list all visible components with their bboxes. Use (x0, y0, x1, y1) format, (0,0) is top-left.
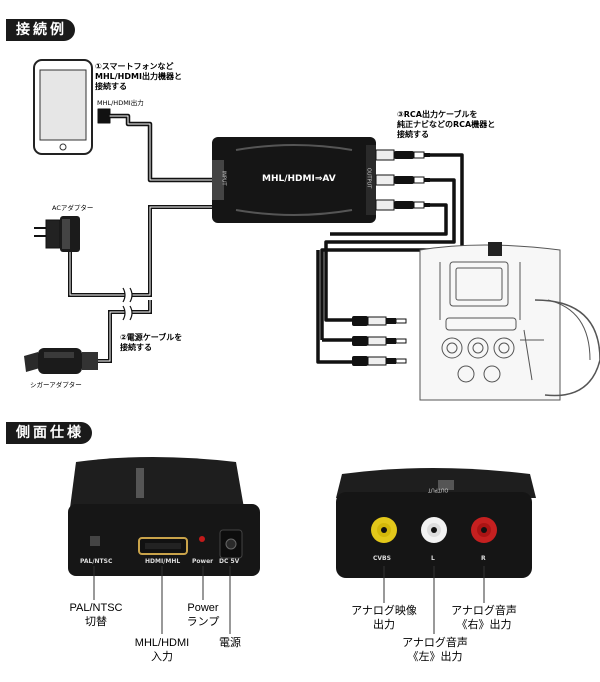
pal-switch-callout: PAL/NTSC 切替 (69, 602, 123, 629)
audio-left-callout: アナログ音声 《左》出力 (402, 637, 468, 664)
ac-power-cable (68, 205, 212, 297)
left-callout-lines (93, 566, 231, 634)
device-input-label: INPUT (220, 170, 227, 186)
l-port-label: L (431, 555, 435, 562)
dc-port-label: DC 5V (219, 558, 240, 565)
left-panel-device (68, 457, 260, 576)
step1-text: ①スマートフォンなど MHL/HDMI出力機器と 接続する (95, 62, 182, 91)
rca-input-plugs (352, 316, 407, 366)
right-top-label: OUTPUT (428, 486, 449, 493)
step2-text: ②電源ケーブルを 接続する (120, 333, 183, 352)
step3-text: ③RCA出力ケーブルを 純正ナビなどのRCA機器と 接続する (397, 110, 496, 139)
video-out-callout: アナログ映像 出力 (351, 605, 417, 632)
cigar-adapter-icon (24, 348, 98, 374)
power-lamp-callout: Power ランプ (186, 602, 220, 629)
device-output-label: OUTPUT (365, 167, 372, 189)
section-header-side-spec: 側面仕様 (6, 422, 92, 444)
section-header-connection: 接続例 (6, 19, 75, 41)
pal-port-label: PAL/NTSC (80, 558, 113, 565)
cvbs-port-label: CVBS (373, 555, 391, 562)
smartphone-icon (33, 59, 93, 155)
power-source-callout: 電源 (219, 637, 241, 649)
right-panel-device (336, 468, 536, 578)
rca-output-plugs (375, 149, 430, 211)
converter-device (212, 137, 376, 223)
mhl-input-callout: MHL/HDMI 入力 (134, 637, 190, 664)
ac-adapter-icon (34, 216, 80, 252)
cigar-adapter-label: シガーアダプター (30, 381, 82, 389)
device-label: MHL/HDMI⇒AV (262, 174, 336, 184)
car-dashboard-illustration (419, 242, 600, 401)
rca-cable-bundle (316, 153, 464, 364)
power-port-label: Power (192, 558, 214, 565)
mhl-cable (97, 108, 215, 183)
mhl-output-label: MHL/HDMI出力 (97, 99, 144, 107)
ac-adapter-label: ACアダプター (52, 204, 94, 212)
right-callout-lines (383, 566, 485, 634)
r-port-label: R (481, 555, 486, 562)
audio-right-callout: アナログ音声 《右》出力 (451, 605, 517, 632)
hdmi-port-label: HDMI/MHL (145, 558, 181, 565)
